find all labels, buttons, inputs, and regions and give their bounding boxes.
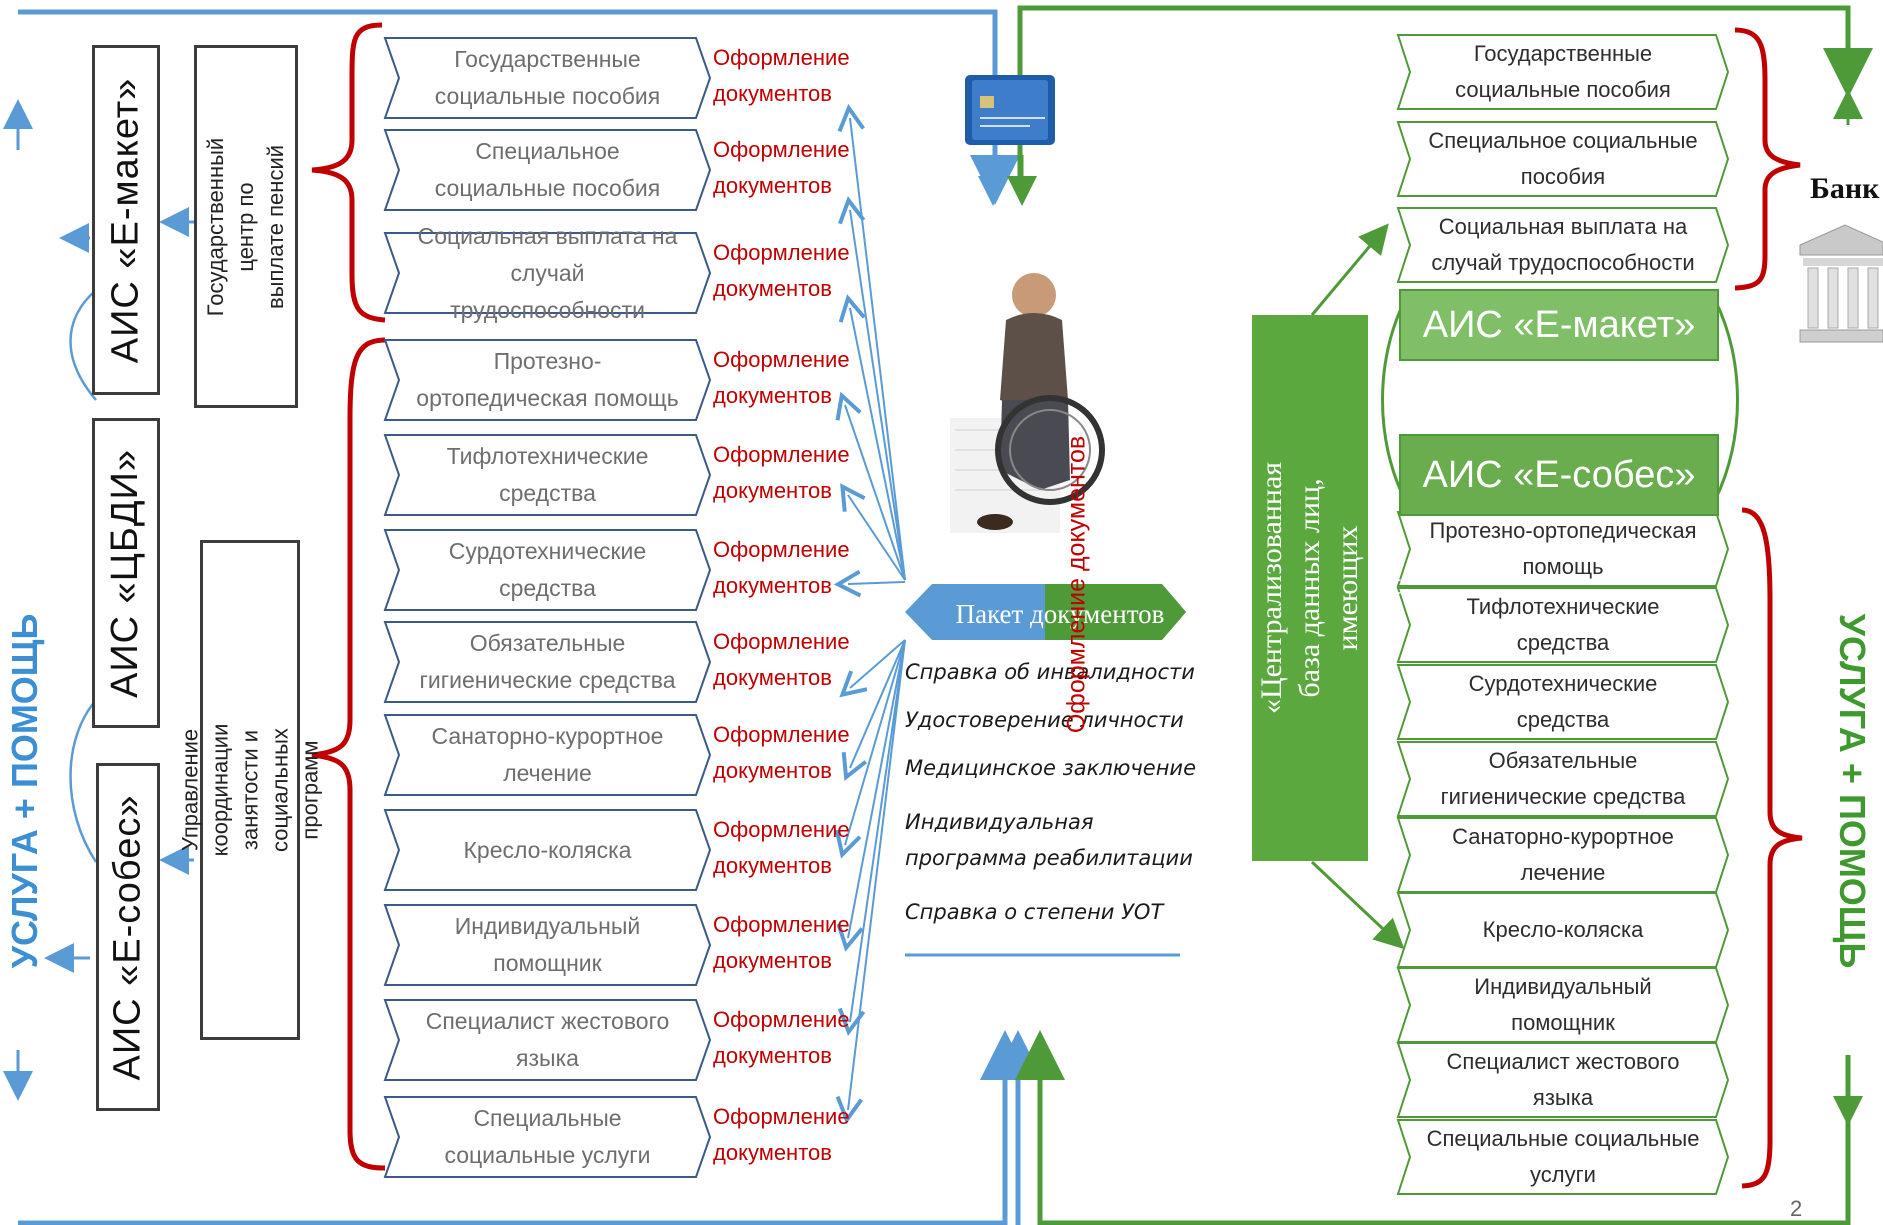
page-number: 2 (1790, 1196, 1803, 1221)
right-service-shape (1396, 1042, 1730, 1118)
vertical-doc-label: Оформление документов (1062, 435, 1091, 734)
doc-processing-label: Оформление документов (713, 1007, 850, 1068)
documents-list: Справка об инвалидности Удостоверение ли… (905, 658, 1205, 926)
left-service-item: Тифлотехнические средства (446, 443, 649, 506)
right-service-shape (1396, 207, 1730, 283)
wheelchair-user-icon (950, 273, 1105, 533)
bank-card-icon (965, 75, 1055, 145)
right-service-shape (1396, 34, 1730, 110)
right-service-shape (1396, 121, 1730, 197)
doc-processing-label: Оформление документов (713, 137, 850, 198)
document-item: Справка об инвалидности (905, 660, 1195, 684)
right-ais-e-sobes: АИС «Е-собес» (1422, 453, 1696, 496)
right-service-item: Специальные социальные услуги (1426, 1126, 1700, 1187)
left-service-item: Специальное социальные пособия (434, 138, 661, 201)
left-service-shape (383, 714, 712, 796)
left-slogan: УСЛУГА + ПОМОЩЬ (4, 613, 45, 969)
right-service-item: Индивидуальный помощник (1474, 974, 1652, 1035)
document-item: Справка о степени УОТ (905, 900, 1164, 924)
right-service-shapes (1396, 34, 1730, 1195)
is-central-database-box: ИС «Централизованная база данных лиц, им… (1217, 315, 1402, 861)
ais-cbdi-box: АИС «ЦБДИ» (92, 418, 160, 728)
right-slogan: УСЛУГА + ПОМОЩЬ (1832, 613, 1873, 969)
right-service-shape (1396, 741, 1730, 817)
bank-label: Банк (1810, 172, 1880, 205)
doc-processing-label: Оформление документов (713, 240, 850, 301)
left-service-item: Специальные социальные услуги (444, 1105, 651, 1168)
doc-processing-label: Оформление документов (713, 347, 850, 408)
left-service-item: Индивидуальный помощник (454, 913, 641, 976)
doc-processing-label: Оформление документов (713, 45, 850, 106)
right-service-shape (1396, 664, 1730, 740)
right-service-shape (1396, 587, 1730, 663)
doc-processing-label: Оформление документов (713, 912, 850, 973)
left-service-shape (383, 529, 712, 611)
right-service-item: Кресло-коляска (1482, 917, 1644, 942)
right-service-item: Социальная выплата на случай трудоспособ… (1431, 214, 1695, 275)
doc-processing-label: Оформление документов (713, 629, 850, 690)
left-service-shape (383, 434, 712, 516)
doc-processing-label: Оформление документов (713, 537, 850, 598)
package-label: Пакет документов (955, 598, 1165, 629)
left-service-shape (383, 621, 712, 703)
left-service-item: Специалист жестового языка (425, 1008, 670, 1071)
document-item: Медицинское заключение (905, 756, 1196, 780)
right-service-item: Государственные социальные пособия (1455, 41, 1671, 102)
left-service-item: Государственные социальные пособия (434, 46, 661, 109)
right-service-item: Специалист жестового языка (1446, 1049, 1680, 1110)
left-service-item: Социальная выплата на случай трудоспособ… (417, 222, 678, 323)
right-service-item: Тифлотехнические средства (1466, 594, 1660, 655)
doc-processing-label: Оформление документов (713, 817, 850, 878)
right-service-item: Протезно-ортопедическая помощь (1429, 518, 1697, 579)
left-service-item: Санаторно-курортное лечение (431, 723, 664, 786)
document-item: Индивидуальная программа реабилитации (905, 810, 1193, 870)
doc-processing-label: Оформление документов (713, 1104, 850, 1165)
document-item: Удостоверение личности (905, 708, 1184, 732)
left-service-shape (383, 339, 712, 421)
left-service-shape (383, 232, 712, 314)
right-service-item: Обязательные гигиенические средства (1440, 748, 1686, 809)
right-ais-e-maket: АИС «Е-макет» (1422, 303, 1696, 346)
right-service-item: Специальное социальные пособия (1428, 128, 1698, 189)
doc-processing-label: Оформление документов (713, 722, 850, 783)
left-service-shape (383, 37, 712, 119)
left-service-shapes (383, 37, 712, 1178)
left-service-item: Протезно-ортопедическая помощь (416, 348, 679, 411)
left-service-shape (383, 129, 712, 211)
left-service-shape (383, 809, 712, 891)
left-service-shape (383, 904, 712, 986)
left-service-shape (383, 999, 712, 1081)
left-service-item: Кресло-коляска (463, 836, 632, 863)
bank-building-icon (1799, 224, 1883, 343)
right-service-shape (1396, 1119, 1730, 1195)
right-service-item: Сурдотехнические средства (1468, 671, 1658, 732)
right-service-item: Санаторно-курортное лечение (1452, 824, 1674, 885)
ais-e-sobes-box: АИС «Е-собес» (96, 763, 160, 1111)
ais-e-maket-box: АИС «Е-макет» (92, 45, 160, 395)
pension-center-box: Государственный центр по выплате пенсий (194, 45, 298, 408)
doc-processing-label: Оформление документов (713, 442, 850, 503)
employment-coordination-box: Управление координации занятости и социа… (177, 540, 322, 1040)
left-service-item: Обязательные гигиенические средства (419, 630, 676, 693)
left-service-item: Сурдотехнические средства (448, 538, 647, 601)
left-service-shape (383, 1096, 712, 1178)
